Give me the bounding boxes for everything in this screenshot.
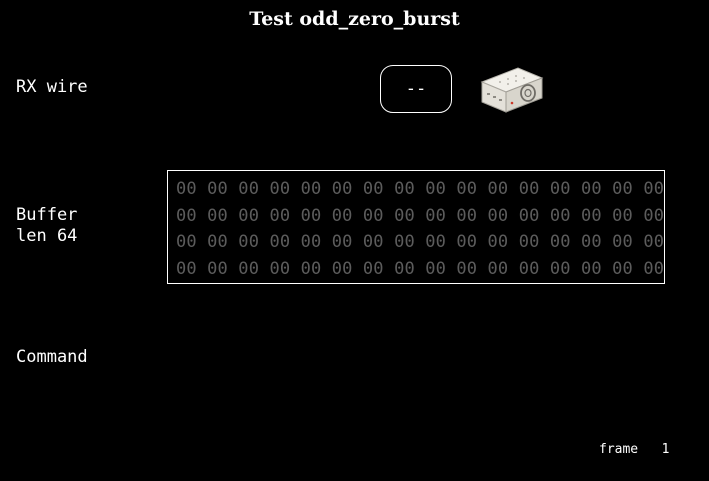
buffer-row: 00 00 00 00 00 00 00 00 00 00 00 00 00 0… — [176, 205, 665, 226]
rx-wire-label: RX wire — [16, 77, 88, 97]
frame-counter: frame 1 — [599, 442, 669, 457]
buffer-label-line1: Buffer — [16, 205, 78, 225]
page-title: Test odd_zero_burst — [249, 8, 460, 30]
buffer-row: 00 00 00 00 00 00 00 00 00 00 00 00 00 0… — [176, 258, 665, 279]
buffer-label-line2: len 64 — [16, 226, 78, 246]
buffer-row: 00 00 00 00 00 00 00 00 00 00 00 00 00 0… — [176, 179, 665, 199]
rx-wire-value-box: -- — [380, 65, 452, 113]
buffer-bytes: 00 00 00 00 00 00 00 00 00 00 00 00 00 0… — [176, 176, 664, 282]
frame-label: frame — [599, 442, 639, 457]
command-label: Command — [16, 347, 88, 367]
buffer-label: Buffer len 64 — [16, 205, 136, 247]
rx-wire-value: -- — [405, 79, 427, 99]
buffer-row: 00 00 00 00 00 00 00 00 00 00 00 00 00 0… — [176, 232, 665, 252]
frame-value: 1 — [661, 442, 670, 457]
buffer-view: 00 00 00 00 00 00 00 00 00 00 00 00 00 0… — [167, 170, 665, 284]
device-box-icon — [478, 62, 546, 118]
